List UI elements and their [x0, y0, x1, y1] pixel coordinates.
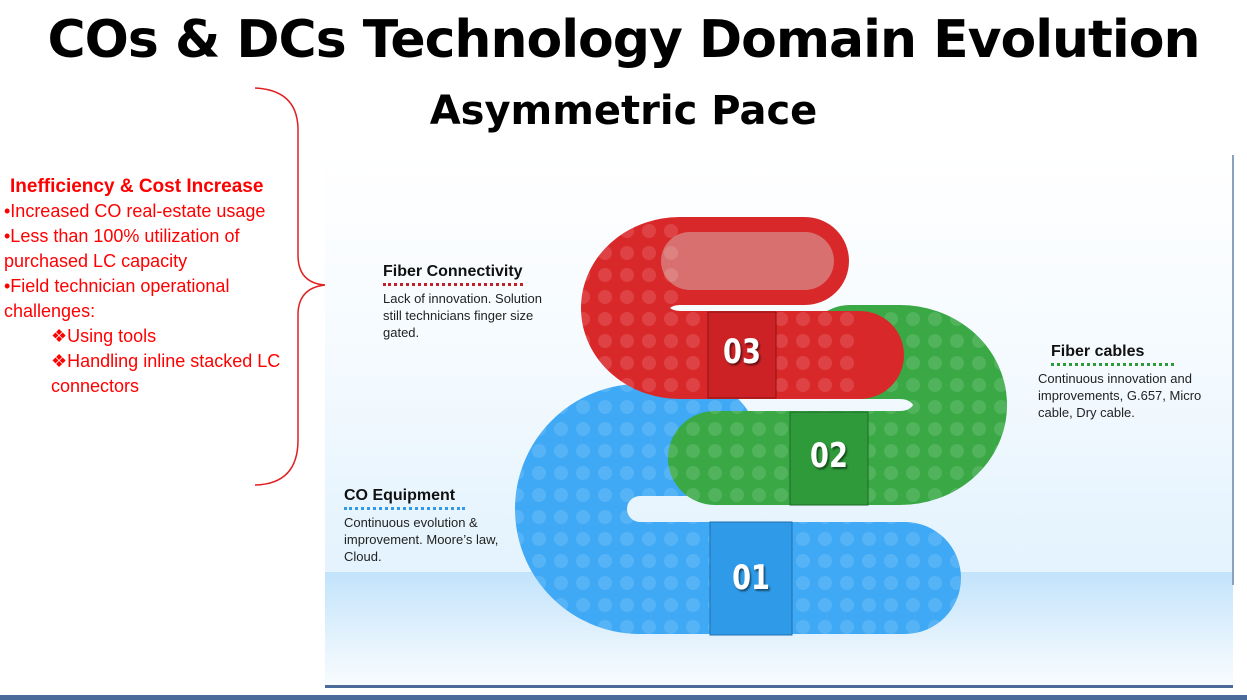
- curly-brace: [254, 87, 326, 486]
- label-fiber-connectivity: Fiber Connectivity Lack of innovation. S…: [383, 263, 553, 341]
- band-02: [668, 305, 1007, 506]
- bullet: •Less than 100% utilization of purchased…: [4, 226, 240, 271]
- left-heading: Inefficiency & Cost Increase: [10, 176, 264, 197]
- footer-bar: [0, 695, 1247, 700]
- step-number-03: 03: [723, 332, 761, 372]
- slide-title: COs & DCs Technology Domain Evolution: [47, 10, 1201, 70]
- label-description: Continuous evolution & improvement. Moor…: [344, 515, 499, 564]
- bullet: •Increased CO real-estate usage: [4, 201, 266, 221]
- step-number-01: 01: [732, 558, 770, 598]
- label-fiber-cables: Fiber cables Continuous innovation and i…: [1038, 343, 1210, 421]
- divider: [1232, 155, 1234, 585]
- label-title: CO Equipment: [344, 487, 466, 510]
- label-title: Fiber cables: [1051, 343, 1175, 366]
- divider: [325, 685, 1233, 688]
- label-description: Lack of innovation. Solution still techn…: [383, 291, 542, 340]
- left-panel: Inefficiency & Cost Increase •Increased …: [4, 174, 299, 399]
- label-co-equipment: CO Equipment Continuous evolution & impr…: [344, 487, 519, 565]
- band-03: [581, 217, 904, 399]
- label-title: Fiber Connectivity: [383, 263, 523, 286]
- bullet: •Field technician operational challenges…: [4, 276, 230, 321]
- sub-bullet: ❖Handling inline stacked LC connectors: [51, 351, 281, 396]
- band-01: [515, 384, 961, 636]
- label-description: Continuous innovation and improvements, …: [1038, 371, 1202, 420]
- sub-bullet: ❖Using tools: [51, 326, 157, 346]
- slide-subtitle: Asymmetric Pace: [429, 88, 818, 134]
- step-number-02: 02: [810, 436, 848, 476]
